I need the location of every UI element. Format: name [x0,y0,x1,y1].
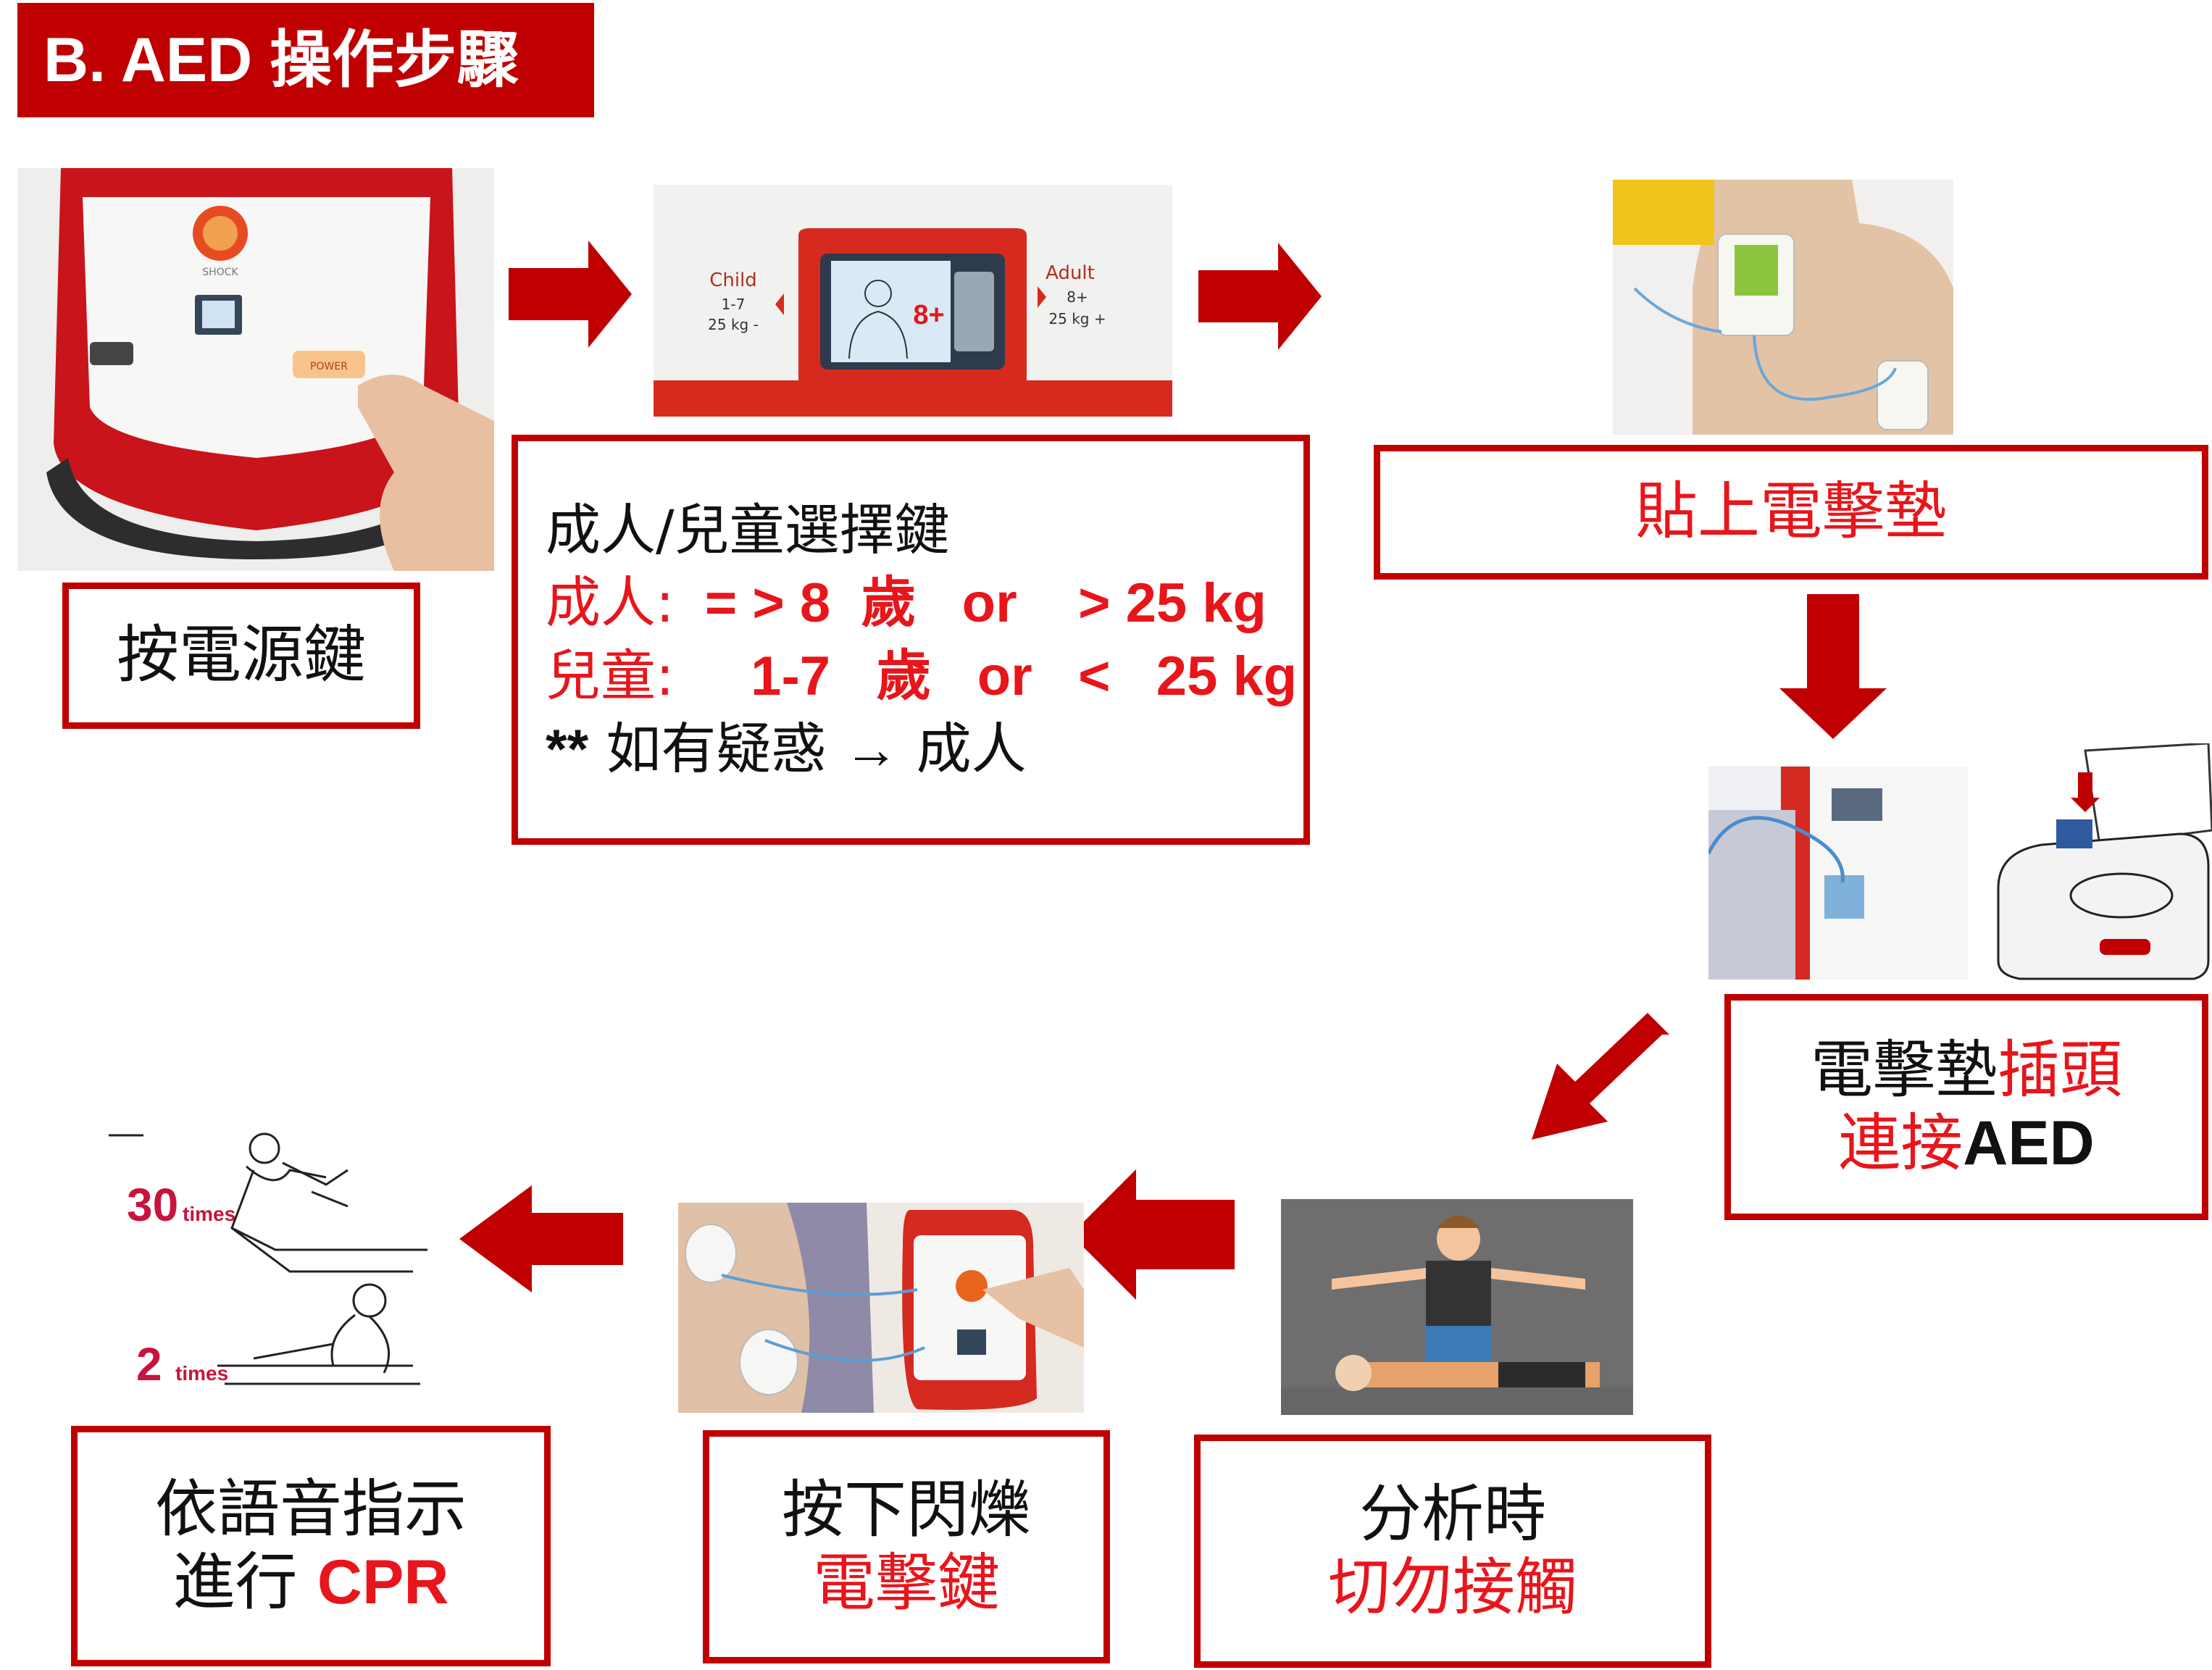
selector-adult-age: 8+ [1067,288,1088,306]
shock-line-2: 電擊鍵 [813,1547,1000,1619]
analyze-line-1: 分析時 [1359,1477,1546,1550]
arrow-right-icon [509,241,632,348]
aed-power-photo: SHOCK POWER [17,168,494,571]
arrow-down-left-icon [1527,1013,1672,1145]
pads-photo [1613,180,1953,435]
step-shock-box: 按下閃爍 電擊鍵 [703,1430,1110,1663]
note-end: 成人 [898,716,1027,781]
note-stars: ** [546,718,589,780]
note-text: 如有疑惑 [588,716,844,781]
select-child-line: 兒童: 1-7 歲 or < 25 kg [546,640,1297,713]
selector-adult-kg: 25 kg + [1048,310,1106,327]
step-connect-box: 電擊墊插頭 連接AED [1724,994,2208,1220]
arrow-left-icon [459,1185,623,1293]
arrow-down-icon [1779,594,1887,739]
selector-adult-label: Adult [1046,262,1095,284]
connect-line-1: 電擊墊插頭 [1811,1034,2122,1107]
cpr-line-1: 依語音指示 [155,1472,467,1545]
connector-photo-right [1991,743,2212,982]
arrow-right-icon [1198,243,1322,350]
step-power-box: 按電源鍵 [62,583,420,729]
cpr-breaths-count: 2 [136,1338,162,1390]
connect-line-2: 連接AED [1838,1107,2095,1180]
connect-aed-text: AED [1963,1109,2095,1178]
selector-child-kg: 25 kg - [708,316,759,333]
select-note-line: ** 如有疑惑 → 成人 [546,713,1027,786]
page-title: B. AED 操作步驟 [17,3,594,117]
select-child-rule: 1-7 歲 or < 25 kg [674,645,1298,707]
analyze-photo [1281,1199,1633,1415]
power-button-label: POWER [310,361,348,372]
cpr-line-2: 進行 CPR [173,1546,449,1619]
step-power-label: 按電源鍵 [117,619,366,692]
cpr-keyword-text: CPR [317,1548,449,1617]
step-select-box: 成人/兒童選擇鍵 成人: = > 8 歲 or > 25 kg 兒童: 1-7 … [512,435,1310,845]
selector-child-age: 1-7 [722,296,746,313]
shock-photo [678,1203,1084,1413]
connect-verb-text: 連接 [1838,1107,1963,1180]
connector-photo-left [1708,767,1968,980]
cpr-compressions-times: times [183,1203,235,1225]
select-adult-prefix: 成人: [546,569,675,635]
analyze-line-2: 切勿接觸 [1328,1551,1577,1624]
select-adult-line: 成人: = > 8 歲 or > 25 kg [546,567,1266,640]
connect-pads-text: 電擊墊 [1811,1033,1998,1106]
selector-child-label: Child [709,270,757,291]
select-adult-rule: = > 8 歲 or > 25 kg [674,572,1266,634]
arrow-left-icon [1071,1169,1235,1300]
shock-line-1: 按下閃爍 [782,1473,1031,1546]
select-child-prefix: 兒童: [546,643,675,708]
cpr-action-text: 進行 [172,1546,317,1619]
cpr-photo: 30 times 2 times [109,1127,442,1409]
step-pads-label: 貼上電擊墊 [1635,475,1947,548]
step-pads-box: 貼上電擊墊 [1374,445,2208,580]
note-arrow-icon: → [843,718,899,780]
selector-screen-text: 8+ [913,300,944,330]
connect-plug-text: 插頭 [1998,1033,2122,1106]
selector-photo: 8+ Child 1-7 25 kg - Adult 8+ 25 kg + [654,185,1172,417]
step-cpr-box: 依語音指示 進行 CPR [71,1426,551,1666]
step-analyze-box: 分析時 切勿接觸 [1194,1435,1711,1668]
select-title: 成人/兒童選擇鍵 [546,497,950,562]
cpr-compressions-count: 30 [127,1179,178,1231]
shock-label: SHOCK [202,267,238,278]
